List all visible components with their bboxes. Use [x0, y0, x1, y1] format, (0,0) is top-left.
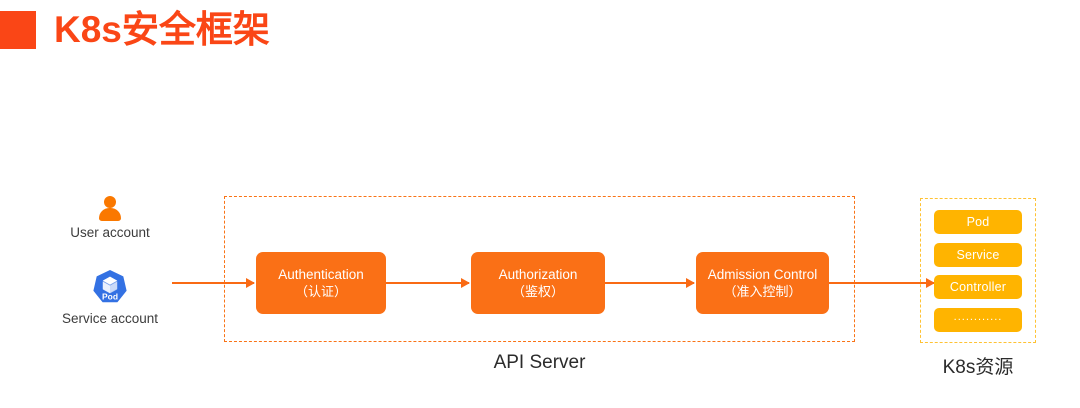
stage-authorization[interactable]: Authorization （鉴权） [471, 252, 605, 314]
kubernetes-pod-icon: Pod [91, 268, 129, 306]
stage-admission-control-subtitle: （准入控制） [723, 284, 802, 299]
stage-authorization-subtitle: （鉴权） [511, 284, 564, 299]
resource-item-more[interactable]: ............ [934, 308, 1022, 332]
k8s-resources-label: K8s资源 [942, 357, 1014, 378]
resource-item-service-label: Service [956, 248, 1000, 262]
stage-admission-control[interactable]: Admission Control （准入控制） [696, 252, 829, 314]
arrow-authentication-to-authorization [386, 278, 470, 288]
resource-item-more-label: ............ [953, 311, 1003, 323]
user-icon-body [99, 208, 121, 221]
arrow-accounts-to-api-server [172, 278, 255, 288]
page-title-row: K8s安全框架 [0, 10, 270, 50]
pod-icon-label: Pod [102, 291, 118, 301]
stage-authentication[interactable]: Authentication （认证） [256, 252, 386, 314]
actor-user-account: User account [20, 196, 200, 241]
resource-item-controller-label: Controller [949, 280, 1007, 294]
actor-service-account: Pod Service account [20, 268, 200, 327]
stage-authentication-title: Authentication [278, 267, 364, 282]
k8s-resources-container [920, 198, 1036, 343]
user-icon-head [104, 196, 116, 208]
actor-user-account-label: User account [70, 225, 150, 240]
user-icon [99, 196, 121, 221]
resource-item-controller[interactable]: Controller [934, 275, 1022, 299]
arrow-api-server-to-resources [829, 278, 935, 288]
api-server-label: API Server [493, 352, 586, 373]
resource-item-service[interactable]: Service [934, 243, 1022, 267]
title-bullet-square [0, 11, 36, 49]
page-title: K8s安全框架 [54, 9, 270, 50]
actor-service-account-label: Service account [61, 311, 159, 326]
stage-authentication-subtitle: （认证） [294, 284, 347, 299]
resource-item-pod-label: Pod [966, 215, 990, 229]
api-server-container [224, 196, 855, 342]
resource-item-pod[interactable]: Pod [934, 210, 1022, 234]
arrow-authorization-to-admission [605, 278, 695, 288]
stage-authorization-title: Authorization [498, 267, 578, 282]
stage-admission-control-title: Admission Control [707, 267, 818, 282]
